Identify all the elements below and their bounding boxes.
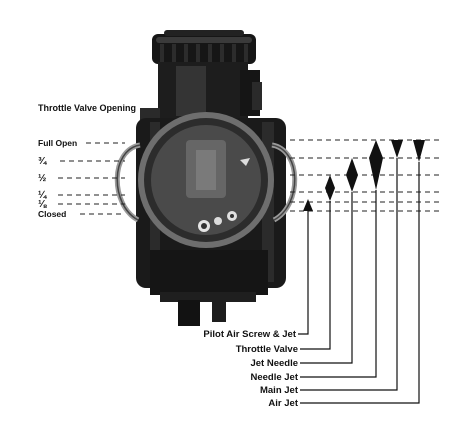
component-label-main-jet: Main Jet [260,385,299,396]
range-pilot-air-screw-jet [303,199,313,211]
level-lines [58,139,442,215]
component-label-jet-needle: Jet Needle [250,358,298,369]
leader-throttle-valve [300,201,331,350]
opening-label-full-open: Full Open [38,138,77,148]
leader-main-jet [300,158,398,391]
opening-label-half: ½ [38,173,46,184]
component-label-air-jet: Air Jet [268,398,298,409]
component-labels: Pilot Air Screw & Jet Throttle Valve Jet… [203,329,298,409]
leader-pilot-air-screw-jet [298,211,309,335]
opening-label-quarter: ¼ [38,190,47,201]
opening-label-three-quarter: ¾ [38,156,47,167]
range-air-jet [413,140,425,162]
leader-air-jet [300,162,420,404]
opening-label-eighth: ⅛ [38,199,47,210]
opening-label-closed: Closed [38,209,66,219]
range-indicators [303,140,425,211]
range-throttle-valve [325,175,335,201]
component-label-throttle-valve: Throttle Valve [236,344,298,355]
component-label-needle-jet: Needle Jet [250,372,298,383]
range-main-jet [391,140,403,158]
diagram-heading: Throttle Valve Opening [38,103,136,113]
opening-labels: Full Open ¾ ½ ¼ ⅛ Closed [38,138,77,219]
range-jet-needle [346,158,358,192]
leader-lines [298,158,420,404]
carburetor-illustration [114,30,298,326]
leader-jet-needle [300,192,353,364]
leader-needle-jet [300,190,377,378]
component-label-pilot-air-screw-jet: Pilot Air Screw & Jet [203,329,296,340]
range-needle-jet [369,140,383,190]
